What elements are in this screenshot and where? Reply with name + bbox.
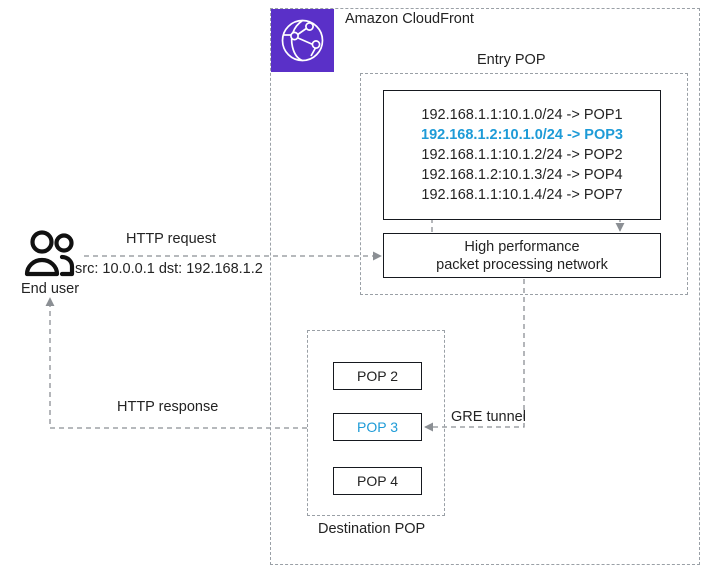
destination-pop-label: Destination POP — [318, 521, 426, 537]
http-response-arrow — [45, 297, 307, 429]
pop-label: POP 2 — [357, 368, 398, 384]
cloudfront-boundary — [270, 8, 700, 565]
routing-table-row: 192.168.1.2:10.1.3/24 -> POP4 — [421, 167, 623, 183]
pop-label: POP 4 — [357, 473, 398, 489]
destination-pop-boundary — [307, 330, 445, 516]
ppn-line-1: High performance — [464, 238, 580, 255]
users-icon — [22, 230, 80, 278]
pop-box-2: POP 2 — [333, 362, 422, 390]
entry-pop-boundary — [360, 73, 688, 295]
entry-pop-label: Entry POP — [477, 52, 546, 68]
end-user-label: End user — [21, 281, 80, 297]
routing-table: 192.168.1.1:10.1.0/24 -> POP1 192.168.1.… — [383, 90, 661, 220]
routing-table-row-selected: 192.168.1.2:10.1.0/24 -> POP3 — [421, 127, 623, 143]
ppn-line-2: packet processing network — [436, 256, 608, 273]
http-request-label: HTTP request — [126, 231, 216, 247]
routing-table-row: 192.168.1.1:10.1.4/24 -> POP7 — [421, 187, 623, 203]
pop-box-4: POP 4 — [333, 467, 422, 495]
packet-processing-network: High performance packet processing netwo… — [383, 233, 661, 278]
pop-label-selected: POP 3 — [357, 419, 398, 435]
gre-tunnel-label: GRE tunnel — [451, 409, 526, 425]
http-response-label: HTTP response — [117, 399, 219, 415]
pop-box-3: POP 3 — [333, 413, 422, 441]
http-request-detail: src: 10.0.0.1 dst: 192.168.1.2 — [75, 261, 263, 277]
routing-table-row: 192.168.1.1:10.1.0/24 -> POP1 — [421, 107, 623, 123]
cloudfront-title: Amazon CloudFront — [345, 11, 474, 27]
gre-tunnel-arrow — [424, 279, 525, 432]
routing-table-row: 192.168.1.1:10.1.2/24 -> POP2 — [421, 147, 623, 163]
cloudfront-icon — [271, 9, 334, 72]
